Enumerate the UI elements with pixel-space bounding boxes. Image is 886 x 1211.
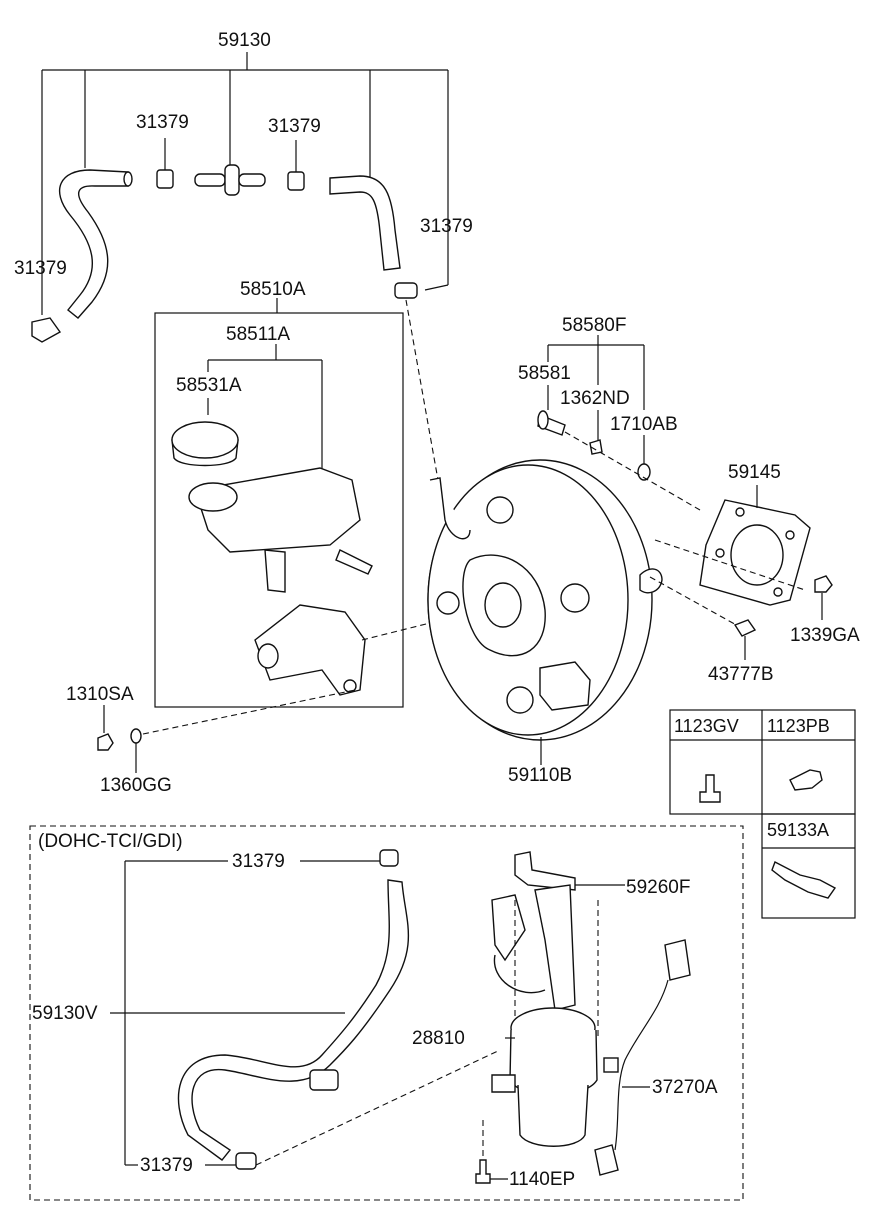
label-58531A: 58531A (176, 375, 242, 396)
label-1140EP: 1140EP (509, 1169, 576, 1190)
clip-1362nd (589, 439, 603, 455)
label-58510A: 58510A (240, 279, 306, 300)
air-pump-28810 (491, 1007, 598, 1147)
label-59260F: 59260F (626, 877, 691, 898)
label-43777B: 43777B (708, 664, 774, 685)
table-header-59133A: 59133A (767, 820, 830, 840)
label-28810: 28810 (412, 1028, 465, 1049)
label-59130V: 59130V (32, 1003, 98, 1024)
pin-58581 (537, 410, 566, 436)
label-37270A: 37270A (652, 1077, 718, 1098)
leader-59130 (41, 52, 449, 315)
label-58580F: 58580F (562, 315, 627, 336)
table-header-1123GV: 1123GV (674, 716, 739, 736)
leader-58510A (154, 298, 404, 708)
label-31379-d: 31379 (14, 258, 67, 279)
washer-1360gg (130, 728, 142, 744)
nut-1310sa (97, 733, 114, 751)
label-59130: 59130 (218, 30, 271, 51)
label-59110B: 59110B (508, 765, 573, 786)
hose-clamp-31379-left (31, 317, 62, 343)
nut-1339ga (814, 575, 833, 593)
harness-37270a (594, 939, 691, 1176)
vacuum-hose-left (59, 169, 133, 319)
fastener-table (669, 709, 856, 919)
hose-59130v (177, 849, 410, 1170)
clip-43777b (733, 619, 757, 637)
bracket-59260f (491, 851, 576, 1011)
label-1360GG: 1360GG (100, 775, 172, 796)
label-31379-b: 31379 (268, 116, 321, 137)
label-59145: 59145 (728, 462, 781, 483)
clamp-31379-2 (287, 171, 305, 191)
leader-58580F (547, 335, 645, 465)
brake-booster (427, 459, 663, 741)
variant-box-title: (DOHC-TCI/GDI) (38, 831, 183, 852)
leader-59130V (110, 860, 380, 1166)
clamp-31379-3 (394, 282, 418, 299)
label-1362ND: 1362ND (560, 388, 630, 409)
clamp-31379-1 (156, 169, 174, 189)
label-1710AB: 1710AB (610, 414, 678, 435)
table-header-1123PB: 1123PB (767, 716, 830, 736)
label-1310SA: 1310SA (66, 684, 134, 705)
vacuum-hose-right (329, 175, 401, 271)
label-31379-f: 31379 (140, 1155, 193, 1176)
label-1339GA: 1339GA (790, 625, 860, 646)
reservoir (188, 467, 373, 593)
label-58511A: 58511A (226, 324, 291, 345)
check-valve (194, 164, 266, 196)
bolt-1140ep (475, 1159, 491, 1184)
label-31379-e: 31379 (232, 851, 285, 872)
reservoir-cap (171, 421, 239, 467)
gasket-59145 (699, 499, 811, 606)
label-31379-c: 31379 (420, 216, 473, 237)
label-31379-a: 31379 (136, 112, 189, 133)
master-cylinder (254, 604, 366, 696)
label-58581: 58581 (518, 363, 571, 384)
variant-box (29, 825, 744, 1201)
washer-1710ab (637, 463, 651, 481)
